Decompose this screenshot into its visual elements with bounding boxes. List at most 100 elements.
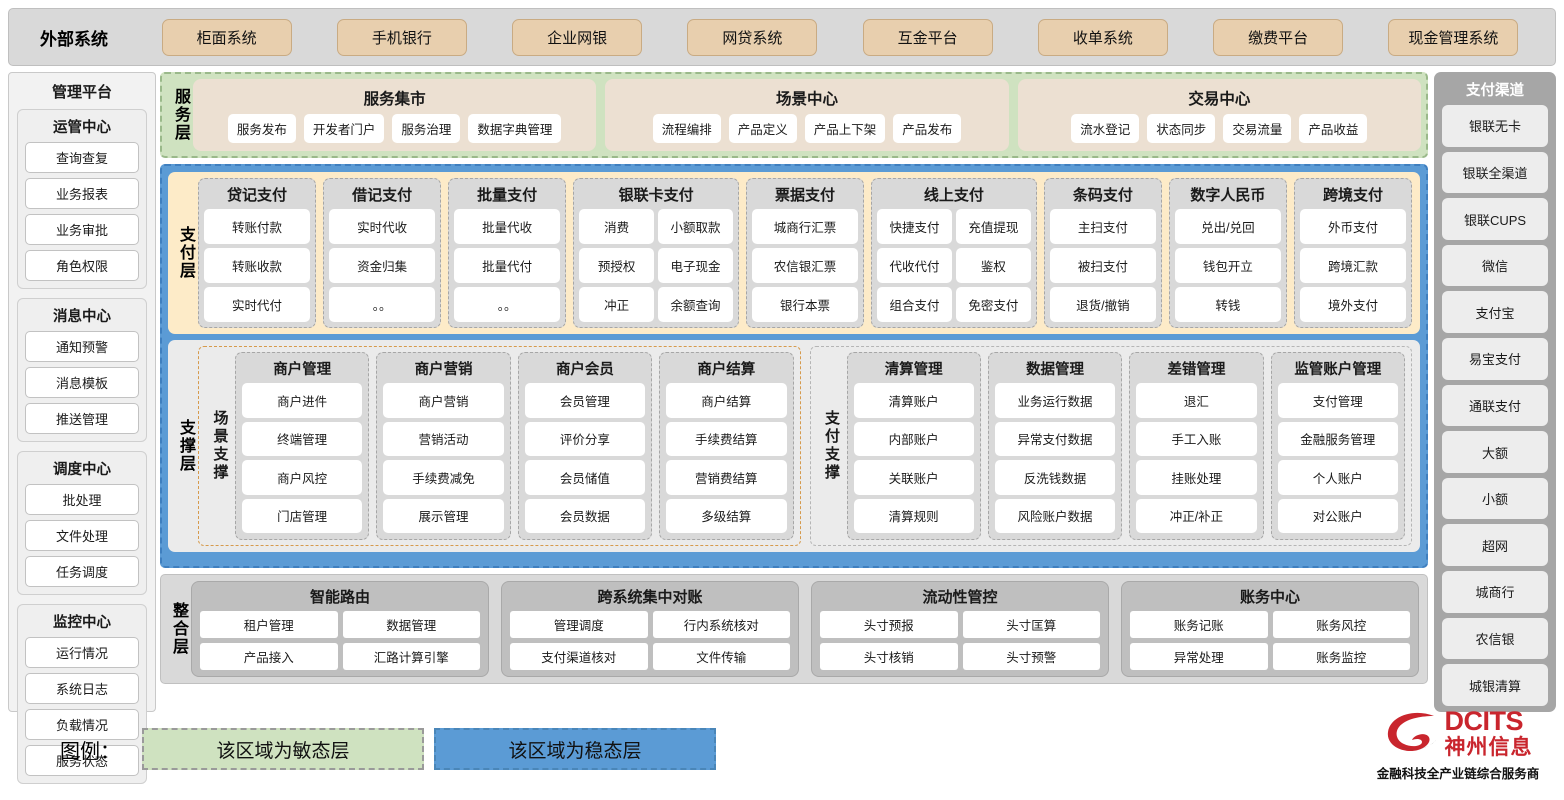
payment-channel-item[interactable]: 超网 (1442, 524, 1548, 567)
payment-item-chip[interactable]: 。。 (329, 287, 436, 322)
external-system-chip[interactable]: 互金平台 (862, 18, 993, 56)
service-item-chip[interactable]: 服务发布 (227, 114, 296, 143)
external-system-chip[interactable]: 网贷系统 (687, 18, 818, 56)
service-item-chip[interactable]: 流程编排 (652, 114, 721, 143)
integration-item-chip[interactable]: 账务监控 (1272, 643, 1410, 670)
integration-item-chip[interactable]: 支付渠道核对 (510, 643, 648, 670)
external-system-chip[interactable]: 手机银行 (336, 18, 467, 56)
support-item-chip[interactable]: 手工入账 (1136, 421, 1257, 456)
payment-channel-item[interactable]: 通联支付 (1442, 384, 1548, 427)
payment-item-chip[interactable]: 外币支付 (1299, 209, 1406, 244)
payment-item-chip[interactable]: 兑出/兑回 (1174, 209, 1281, 244)
support-item-chip[interactable]: 手续费减免 (383, 460, 504, 495)
external-system-chip[interactable]: 柜面系统 (161, 18, 292, 56)
integration-item-chip[interactable]: 产品接入 (200, 643, 338, 670)
payment-channel-item[interactable]: 易宝支付 (1442, 338, 1548, 380)
payment-item-chip[interactable]: 资金归集 (329, 248, 436, 283)
payment-channel-item[interactable]: 城商行 (1442, 571, 1548, 613)
external-system-chip[interactable]: 企业网银 (512, 18, 643, 56)
payment-item-chip[interactable]: 消费 (579, 209, 655, 244)
support-item-chip[interactable]: 手续费结算 (666, 421, 787, 456)
support-item-chip[interactable]: 内部账户 (853, 421, 974, 456)
payment-item-chip[interactable]: 充值提现 (955, 209, 1031, 244)
payment-item-chip[interactable]: 。。 (454, 287, 561, 322)
payment-channel-item[interactable]: 农信银 (1442, 617, 1548, 660)
support-item-chip[interactable]: 清算账户 (853, 383, 974, 418)
external-system-chip[interactable]: 现金管理系统 (1388, 18, 1519, 56)
payment-channel-item[interactable]: 支付宝 (1442, 291, 1548, 334)
support-item-chip[interactable]: 门店管理 (242, 498, 363, 533)
payment-item-chip[interactable]: 城商行汇票 (751, 209, 859, 244)
payment-item-chip[interactable]: 转账收款 (204, 248, 311, 283)
payment-item-chip[interactable]: 余额查询 (658, 287, 733, 322)
service-item-chip[interactable]: 产品上下架 (804, 114, 886, 143)
service-item-chip[interactable]: 交易流量 (1223, 114, 1292, 143)
integration-item-chip[interactable]: 文件传输 (652, 643, 790, 670)
support-item-chip[interactable]: 业务运行数据 (994, 383, 1116, 418)
payment-item-chip[interactable]: 批量代收 (454, 209, 561, 244)
service-item-chip[interactable]: 服务治理 (392, 114, 461, 143)
integration-item-chip[interactable]: 管理调度 (510, 611, 648, 638)
support-item-chip[interactable]: 营销费结算 (666, 460, 787, 495)
integration-item-chip[interactable]: 头寸核销 (820, 643, 958, 670)
external-system-chip[interactable]: 缴费平台 (1213, 18, 1344, 56)
admin-menu-item[interactable]: 业务报表 (25, 178, 139, 209)
admin-menu-item[interactable]: 负载情况 (25, 709, 139, 740)
payment-channel-item[interactable]: 银联无卡 (1442, 105, 1548, 147)
support-item-chip[interactable]: 对公账户 (1277, 498, 1398, 533)
payment-item-chip[interactable]: 电子现金 (658, 248, 733, 283)
payment-item-chip[interactable]: 跨境汇款 (1299, 248, 1406, 283)
payment-item-chip[interactable]: 快捷支付 (877, 209, 952, 244)
admin-menu-item[interactable]: 批处理 (25, 484, 139, 515)
support-item-chip[interactable]: 个人账户 (1277, 460, 1398, 495)
integration-item-chip[interactable]: 租户管理 (200, 611, 338, 638)
payment-item-chip[interactable]: 预授权 (579, 248, 655, 283)
support-item-chip[interactable]: 会员数据 (524, 498, 646, 533)
payment-item-chip[interactable]: 免密支付 (955, 287, 1031, 322)
service-item-chip[interactable]: 产品发布 (893, 114, 962, 143)
payment-channel-item[interactable]: 微信 (1442, 244, 1548, 287)
integration-item-chip[interactable]: 汇路计算引擎 (342, 643, 480, 670)
service-item-chip[interactable]: 产品定义 (728, 114, 797, 143)
support-item-chip[interactable]: 商户进件 (242, 383, 363, 418)
support-item-chip[interactable]: 风险账户数据 (994, 498, 1116, 533)
integration-item-chip[interactable]: 头寸预报 (820, 611, 958, 638)
support-item-chip[interactable]: 展示管理 (383, 498, 504, 533)
payment-item-chip[interactable]: 代收代付 (877, 248, 952, 283)
support-item-chip[interactable]: 清算规则 (853, 498, 974, 533)
support-item-chip[interactable]: 商户结算 (666, 383, 787, 418)
payment-item-chip[interactable]: 转钱 (1174, 287, 1281, 322)
support-item-chip[interactable]: 金融服务管理 (1277, 421, 1398, 456)
integration-item-chip[interactable]: 行内系统核对 (652, 611, 790, 638)
payment-item-chip[interactable]: 冲正 (579, 287, 655, 322)
support-item-chip[interactable]: 会员管理 (524, 383, 646, 418)
payment-item-chip[interactable]: 实时代收 (329, 209, 436, 244)
admin-menu-item[interactable]: 运行情况 (25, 637, 139, 668)
support-item-chip[interactable]: 会员储值 (524, 460, 646, 495)
payment-channel-item[interactable]: 城银清算 (1442, 664, 1548, 706)
admin-menu-item[interactable]: 任务调度 (25, 556, 139, 587)
admin-menu-item[interactable]: 服务状态 (25, 745, 139, 776)
payment-item-chip[interactable]: 组合支付 (877, 287, 952, 322)
support-item-chip[interactable]: 营销活动 (383, 421, 504, 456)
service-item-chip[interactable]: 产品收益 (1299, 114, 1368, 143)
support-item-chip[interactable]: 异常支付数据 (994, 421, 1116, 456)
admin-menu-item[interactable]: 消息模板 (25, 367, 139, 398)
payment-item-chip[interactable]: 鉴权 (955, 248, 1031, 283)
service-item-chip[interactable]: 开发者门户 (303, 114, 385, 143)
support-item-chip[interactable]: 挂账处理 (1136, 460, 1257, 495)
admin-menu-item[interactable]: 查询查复 (25, 142, 139, 173)
admin-menu-item[interactable]: 文件处理 (25, 520, 139, 551)
support-item-chip[interactable]: 退汇 (1136, 383, 1257, 418)
support-item-chip[interactable]: 多级结算 (666, 498, 787, 533)
payment-item-chip[interactable]: 转账付款 (204, 209, 311, 244)
support-item-chip[interactable]: 反洗钱数据 (994, 460, 1116, 495)
payment-item-chip[interactable]: 农信银汇票 (751, 248, 859, 283)
payment-channel-item[interactable]: 银联CUPS (1442, 198, 1548, 240)
payment-item-chip[interactable]: 实时代付 (204, 287, 311, 322)
integration-item-chip[interactable]: 账务风控 (1272, 611, 1410, 638)
integration-item-chip[interactable]: 头寸匡算 (962, 611, 1100, 638)
integration-item-chip[interactable]: 账务记账 (1130, 611, 1268, 638)
service-item-chip[interactable]: 流水登记 (1071, 114, 1140, 143)
payment-item-chip[interactable]: 钱包开立 (1174, 248, 1281, 283)
